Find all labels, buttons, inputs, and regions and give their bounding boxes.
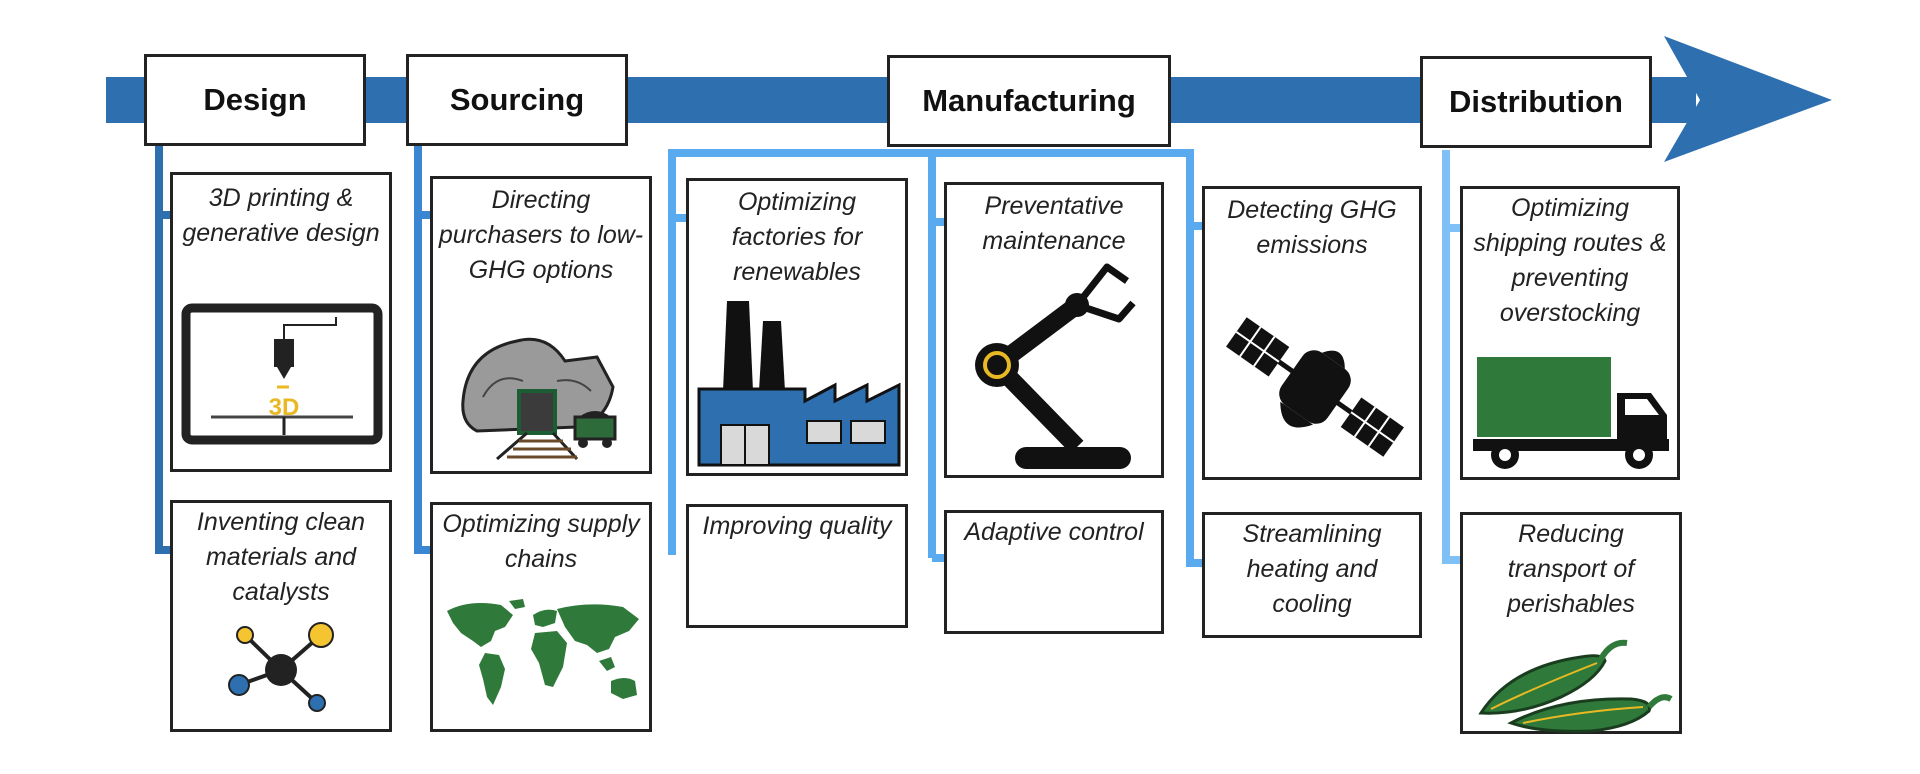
sourcing-connector xyxy=(414,146,431,554)
molecule-icon xyxy=(228,622,334,712)
design-box-3d-printing: 3D printing & generative design 3D xyxy=(170,172,392,472)
manufacturing-box-label: Streamlining heating and cooling xyxy=(1242,520,1382,618)
stage-design: Design xyxy=(144,54,366,146)
stage-distribution: Distribution xyxy=(1420,56,1652,148)
design-box-clean-materials: Inventing clean materials and catalysts xyxy=(170,500,392,732)
distribution-box-label: Optimizing shipping routes & preventing … xyxy=(1473,194,1667,327)
truck-icon xyxy=(1473,357,1669,469)
manufacturing-box-label: Detecting GHG emissions xyxy=(1227,196,1397,259)
manufacturing-box-label: Optimizing factories for renewables xyxy=(731,188,863,286)
manufacturing-box-label: Preventative maintenance xyxy=(982,192,1126,255)
world-map-icon xyxy=(447,599,639,705)
sourcing-box-label: Directing purchasers to low-GHG options xyxy=(438,186,644,284)
manufacturing-box-adaptive-control: Adaptive control xyxy=(944,510,1164,634)
distribution-connector xyxy=(1442,150,1461,564)
manufacturing-box-label: Adaptive control xyxy=(964,518,1144,546)
manufacturing-box-label: Improving quality xyxy=(702,512,892,540)
distribution-box-shipping-routes: Optimizing shipping routes & preventing … xyxy=(1460,186,1680,480)
mine-icon xyxy=(461,337,617,461)
manufacturing-box-maintenance: Preventative maintenance xyxy=(944,182,1164,478)
sourcing-box-label: Optimizing supply chains xyxy=(442,510,640,573)
design-connector xyxy=(155,146,172,554)
peppers-icon xyxy=(1478,639,1673,733)
3d-printer-icon: 3D xyxy=(181,303,383,445)
robot-arm-icon xyxy=(975,263,1136,469)
factory-icon xyxy=(697,301,901,467)
manufacturing-connector xyxy=(668,149,1203,567)
stage-sourcing: Sourcing xyxy=(406,54,628,146)
distribution-box-perishables: Reducing transport of perishables xyxy=(1460,512,1682,734)
manufacturing-box-ghg-emissions: Detecting GHG emissions xyxy=(1202,186,1422,480)
manufacturing-box-quality: Improving quality xyxy=(686,504,908,628)
sourcing-box-purchasers: Directing purchasers to low-GHG options xyxy=(430,176,652,474)
distribution-box-label: Reducing transport of perishables xyxy=(1507,520,1635,618)
design-box-label: Inventing clean materials and catalysts xyxy=(196,508,366,606)
manufacturing-box-renewables: Optimizing factories for renewables xyxy=(686,178,908,476)
satellite-icon xyxy=(1226,317,1404,457)
manufacturing-box-heating-cooling: Streamlining heating and cooling xyxy=(1202,512,1422,638)
sourcing-box-supply-chains: Optimizing supply chains xyxy=(430,502,652,732)
stage-manufacturing: Manufacturing xyxy=(887,55,1171,147)
design-box-label: 3D printing & generative design xyxy=(182,184,380,247)
